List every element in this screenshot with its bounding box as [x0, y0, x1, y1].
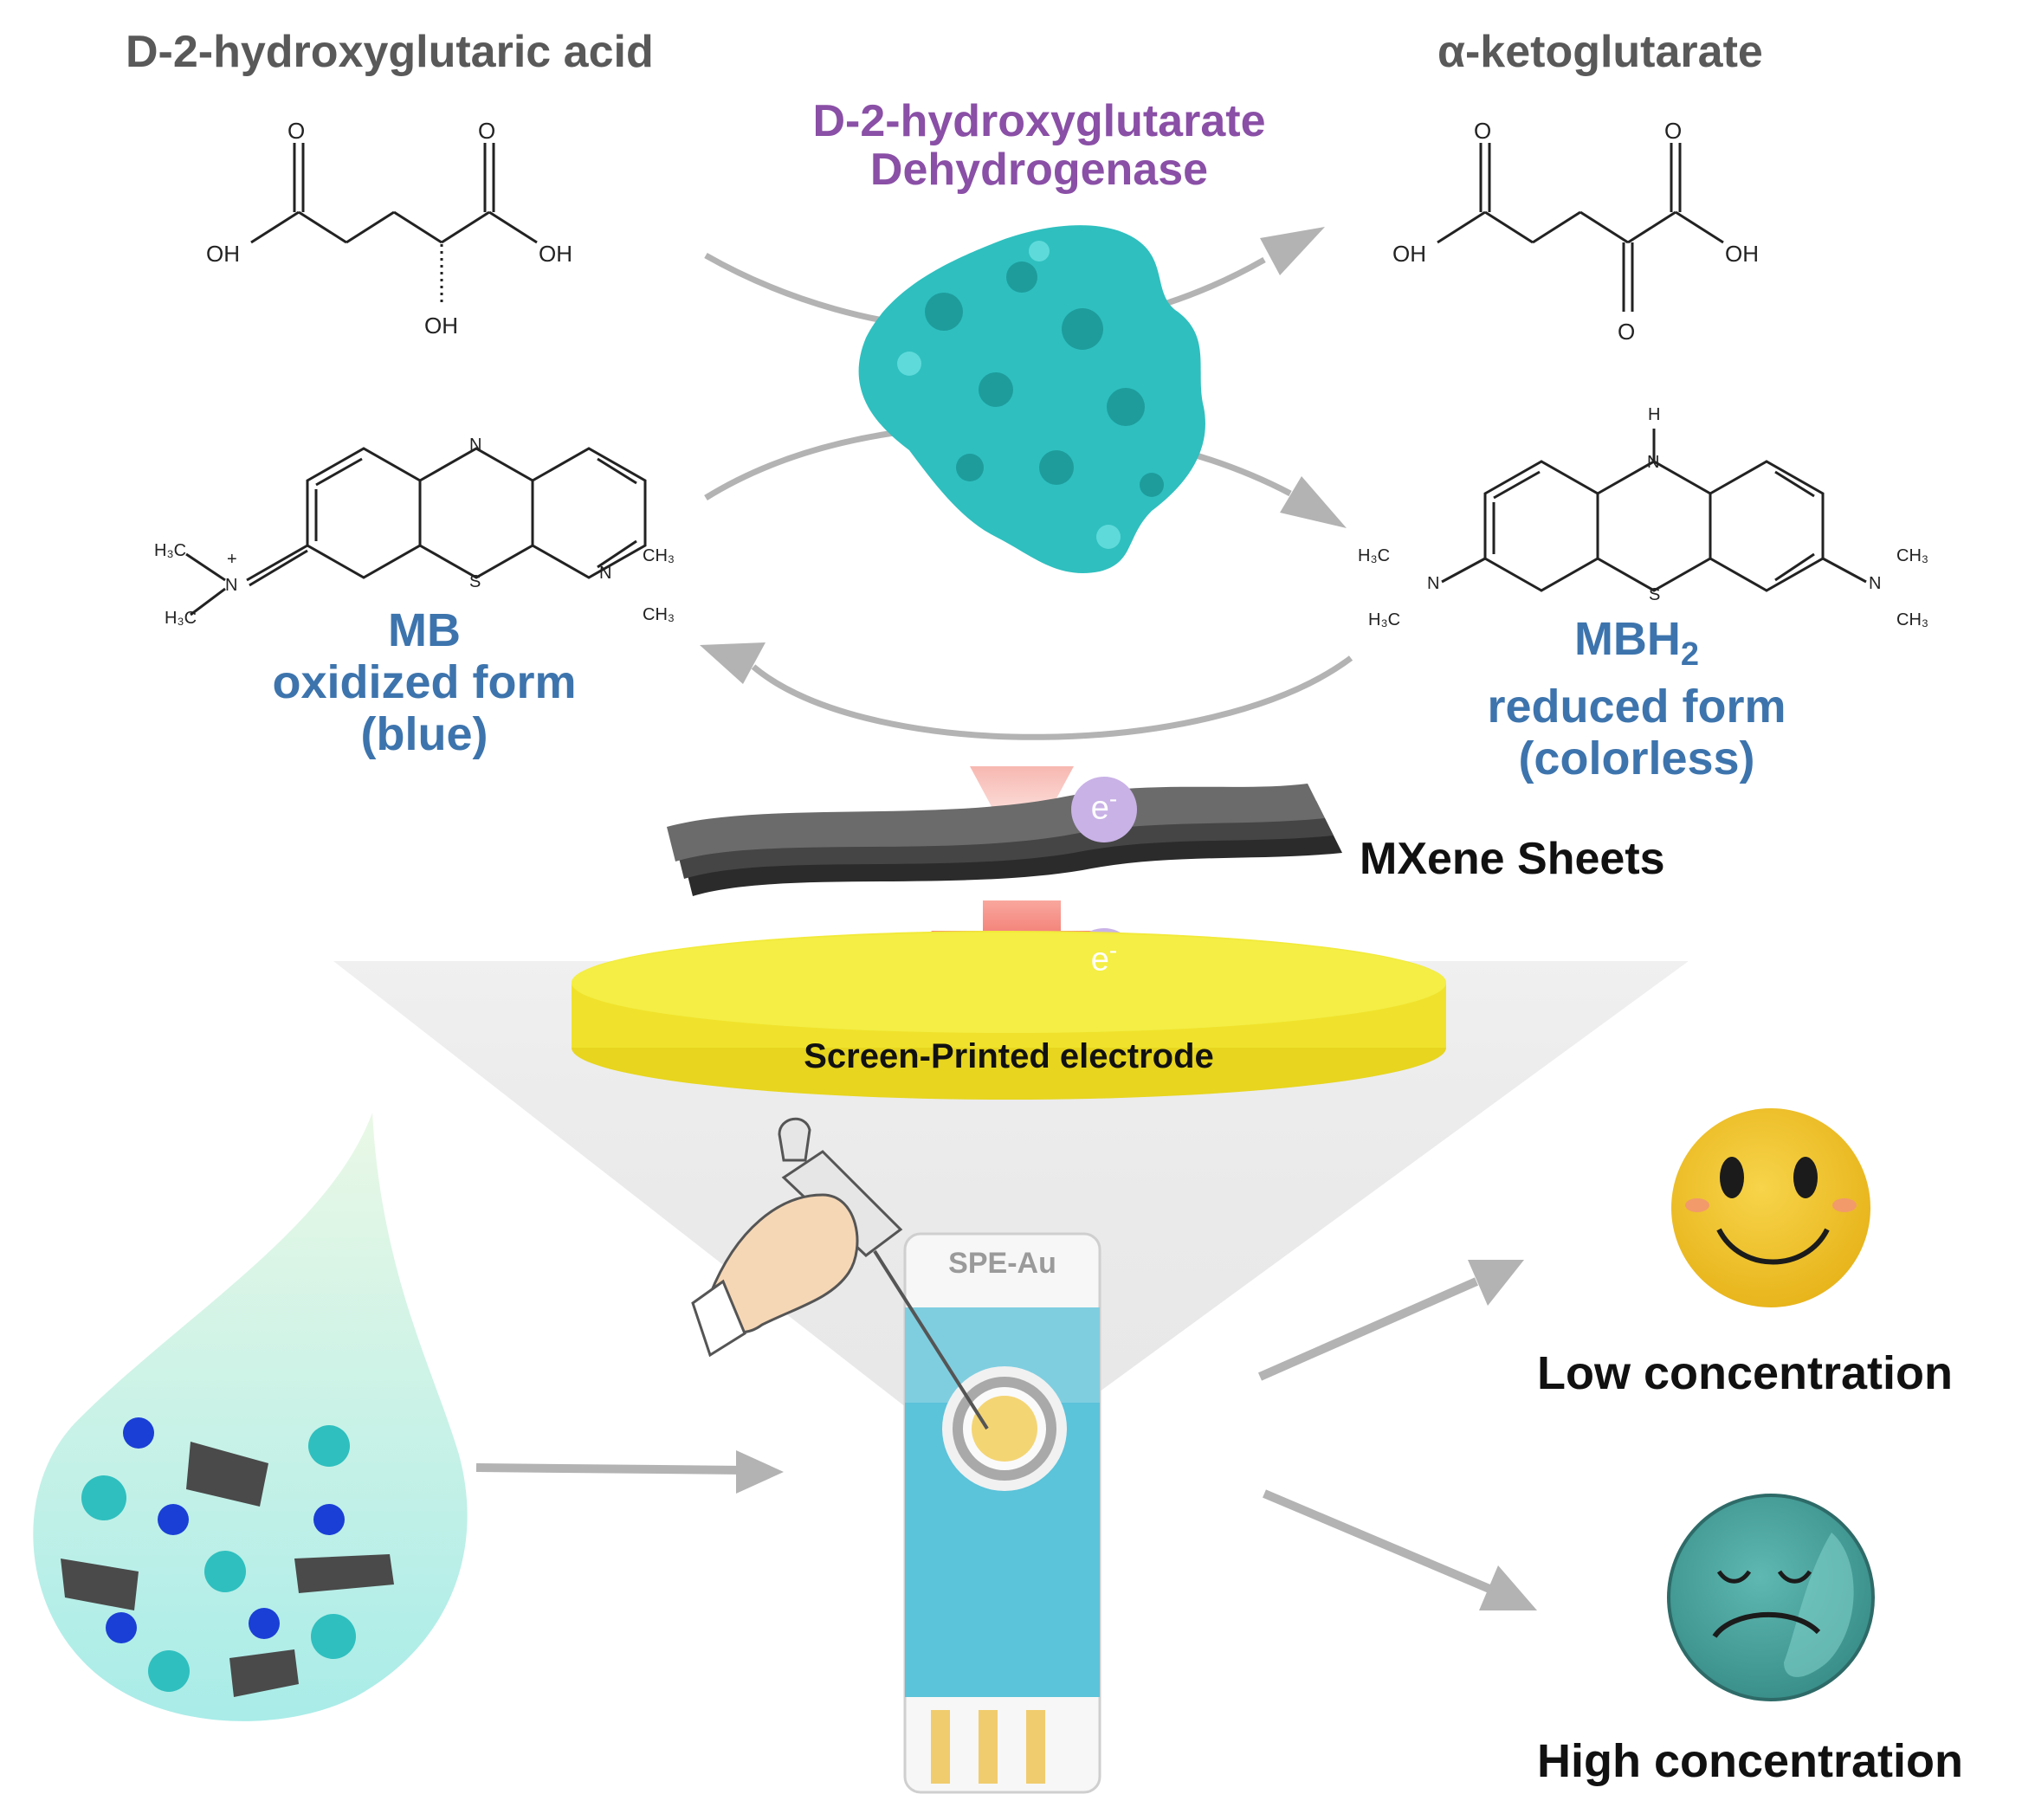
- product-atoms: O O OH OH O: [1392, 118, 1759, 345]
- product-o1: O: [1474, 118, 1491, 144]
- mxene-sheets: [667, 784, 1342, 896]
- spe-au-label: SPE-Au: [948, 1247, 1056, 1280]
- mb-state: oxidized form: [272, 656, 577, 708]
- mbh2-structure: [1441, 429, 1867, 592]
- product-label: α-ketoglutarate: [1437, 27, 1763, 77]
- electron-label-2: e-: [1071, 937, 1137, 979]
- mbh2-label: MBH2 reduced form (colorless): [1412, 613, 1862, 784]
- mb-n-ring: N: [469, 436, 481, 455]
- mbh2-ch3-top: CH₃: [1896, 546, 1928, 565]
- mb-n-left: N: [225, 576, 237, 595]
- mbh2-s-ring: S: [1649, 585, 1660, 604]
- substrate-oh2: OH: [539, 241, 572, 267]
- arrow-to-high: [1263, 1489, 1491, 1593]
- high-concentration-label: High concentration: [1537, 1735, 1964, 1787]
- mbh2-n-right: N: [1869, 574, 1881, 593]
- arrow-to-high-head: [1479, 1565, 1537, 1610]
- mb-name: MB: [388, 604, 461, 656]
- product-o2: O: [1664, 118, 1682, 144]
- mb-label: MB oxidized form (blue): [199, 604, 649, 760]
- product-oh1: OH: [1392, 241, 1426, 267]
- arrow-to-low-head: [1468, 1260, 1524, 1306]
- electron-charge-2: -: [1108, 937, 1118, 964]
- electron-1: [1071, 777, 1137, 842]
- electron-symbol-2: e: [1090, 941, 1109, 978]
- mbh2-atoms: H N S N H₃C H₃C N CH₃ CH₃: [1358, 405, 1928, 629]
- mb-atoms: N S N + H₃C H₃C N CH₃ CH₃: [154, 436, 675, 628]
- mbh2-ch3-bottom: CH₃: [1896, 610, 1928, 629]
- substrate-structure: [250, 143, 538, 303]
- mb-n-right: N: [599, 564, 611, 583]
- regeneration-arc: [751, 655, 1353, 740]
- mbh2-state: reduced form: [1487, 680, 1786, 733]
- mb-color: (blue): [360, 708, 488, 760]
- droplet-arrow: [475, 1463, 746, 1475]
- sample-droplet: [33, 1113, 468, 1721]
- happy-face-icon: [1671, 1108, 1870, 1307]
- mbh2-h3c-bottom: H₃C: [1368, 610, 1400, 629]
- arrow-to-low: [1257, 1277, 1479, 1381]
- mbh2-color: (colorless): [1518, 732, 1755, 784]
- enzyme-label: D-2-hydroxyglutarate Dehydrogenase: [762, 97, 1316, 194]
- mb-s-ring: S: [469, 572, 481, 591]
- mb-h3c-top: H₃C: [154, 541, 186, 560]
- mxene-label: MXene Sheets: [1360, 834, 1665, 884]
- substrate-o2: O: [478, 118, 495, 144]
- mb-arrowhead: [1280, 476, 1347, 528]
- substrate-o1: O: [287, 118, 305, 144]
- product-structure: [1437, 143, 1724, 312]
- mb-h3c-bottom: H₃C: [165, 609, 197, 628]
- pipette-hand: [691, 1117, 989, 1430]
- substrate-label: D-2-hydroxyglutaric acid: [126, 27, 654, 77]
- electron-symbol-1: e: [1090, 790, 1109, 827]
- substrate-arrowhead: [1260, 227, 1325, 275]
- electron-charge-1: -: [1108, 785, 1118, 812]
- droplet-arrowhead: [736, 1450, 784, 1494]
- mbh2-n-ring: N: [1647, 453, 1659, 472]
- low-concentration-label: Low concentration: [1537, 1347, 1954, 1399]
- electron-label-1: e-: [1071, 785, 1137, 828]
- spe-strip: [903, 1232, 1101, 1794]
- mb-nme2-right: [610, 545, 645, 576]
- enzyme-label-line1: D-2-hydroxyglutarate: [812, 96, 1266, 146]
- product-oh2: OH: [1725, 241, 1759, 267]
- electrode-label: Screen-Printed electrode: [804, 1037, 1214, 1075]
- regeneration-arrowhead: [700, 642, 766, 684]
- mbh2-h: H: [1648, 405, 1660, 424]
- mb-plus: +: [227, 550, 237, 569]
- enzyme-protein: [858, 225, 1205, 573]
- mbh2-subscript: 2: [1680, 636, 1700, 673]
- substrate-oh1: OH: [206, 241, 240, 267]
- electrode-disc: [572, 931, 1446, 1100]
- mbh2-name-row: MBH2: [1412, 613, 1862, 681]
- mb-ch3-bottom: CH₃: [643, 605, 675, 624]
- enzyme-label-line2: Dehydrogenase: [869, 145, 1209, 195]
- sad-face-icon: [1667, 1494, 1875, 1701]
- substrate-oh3: OH: [424, 313, 458, 339]
- product-o3: O: [1618, 319, 1635, 345]
- mbh2-name: MBH: [1573, 613, 1681, 665]
- mbh2-h3c-top: H₃C: [1358, 546, 1390, 565]
- mbh2-n-left: N: [1427, 574, 1439, 593]
- mb-structure: [185, 447, 647, 616]
- substrate-atoms: O O OH OH OH: [206, 118, 572, 339]
- mb-ch3-top: CH₃: [643, 546, 675, 565]
